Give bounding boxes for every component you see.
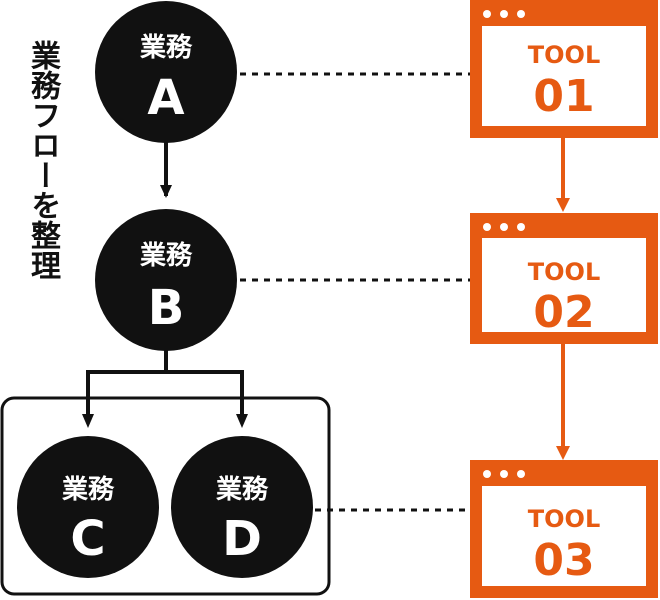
node-c-line2: C xyxy=(70,511,105,567)
node-d-line1: 業務 xyxy=(216,475,269,505)
business-node-a: 業務 A xyxy=(95,1,237,143)
tool-01-line1: TOOL xyxy=(528,41,600,69)
window-dot-icon xyxy=(517,223,525,231)
tool-02-line1: TOOL xyxy=(528,258,600,286)
tool-03-line2: 03 xyxy=(533,535,594,586)
business-node-d: 業務 D xyxy=(171,436,313,578)
arrowhead-b-to-c xyxy=(82,414,94,428)
business-flow-connectors xyxy=(82,140,248,428)
node-c-line1: 業務 xyxy=(62,475,115,505)
window-dot-icon xyxy=(483,223,491,231)
node-d-line2: D xyxy=(222,511,262,567)
tool-01-line2: 01 xyxy=(533,71,594,122)
window-dot-icon xyxy=(500,470,508,478)
tool-window-01: TOOL 01 xyxy=(470,0,658,138)
node-b-line1: 業務 xyxy=(140,241,193,271)
tool-02-line2: 02 xyxy=(533,287,594,338)
side-title: 業務フローを整理 xyxy=(25,40,60,280)
window-dot-icon xyxy=(500,10,508,18)
arrowhead-a-to-b xyxy=(160,185,172,198)
node-b-line2: B xyxy=(148,280,185,336)
node-a-line1: 業務 xyxy=(140,33,193,63)
window-dot-icon xyxy=(483,10,491,18)
tool-window-03: TOOL 03 xyxy=(470,460,658,598)
tool-03-line1: TOOL xyxy=(528,505,600,533)
window-dot-icon xyxy=(500,223,508,231)
business-node-c: 業務 C xyxy=(17,436,159,578)
business-node-b: 業務 B xyxy=(95,209,237,351)
arrowhead-tool01-to-tool02 xyxy=(556,198,570,212)
window-dot-icon xyxy=(483,470,491,478)
node-a-line2: A xyxy=(147,70,184,126)
window-dot-icon xyxy=(517,470,525,478)
tool-window-02: TOOL 02 xyxy=(470,213,658,344)
tool-flow-connectors xyxy=(556,138,570,460)
arrowhead-tool02-to-tool03 xyxy=(556,446,570,460)
group-box-cd xyxy=(0,396,331,596)
window-dot-icon xyxy=(517,10,525,18)
arrowhead-b-to-d xyxy=(236,414,248,428)
dotted-connectors xyxy=(240,72,470,512)
